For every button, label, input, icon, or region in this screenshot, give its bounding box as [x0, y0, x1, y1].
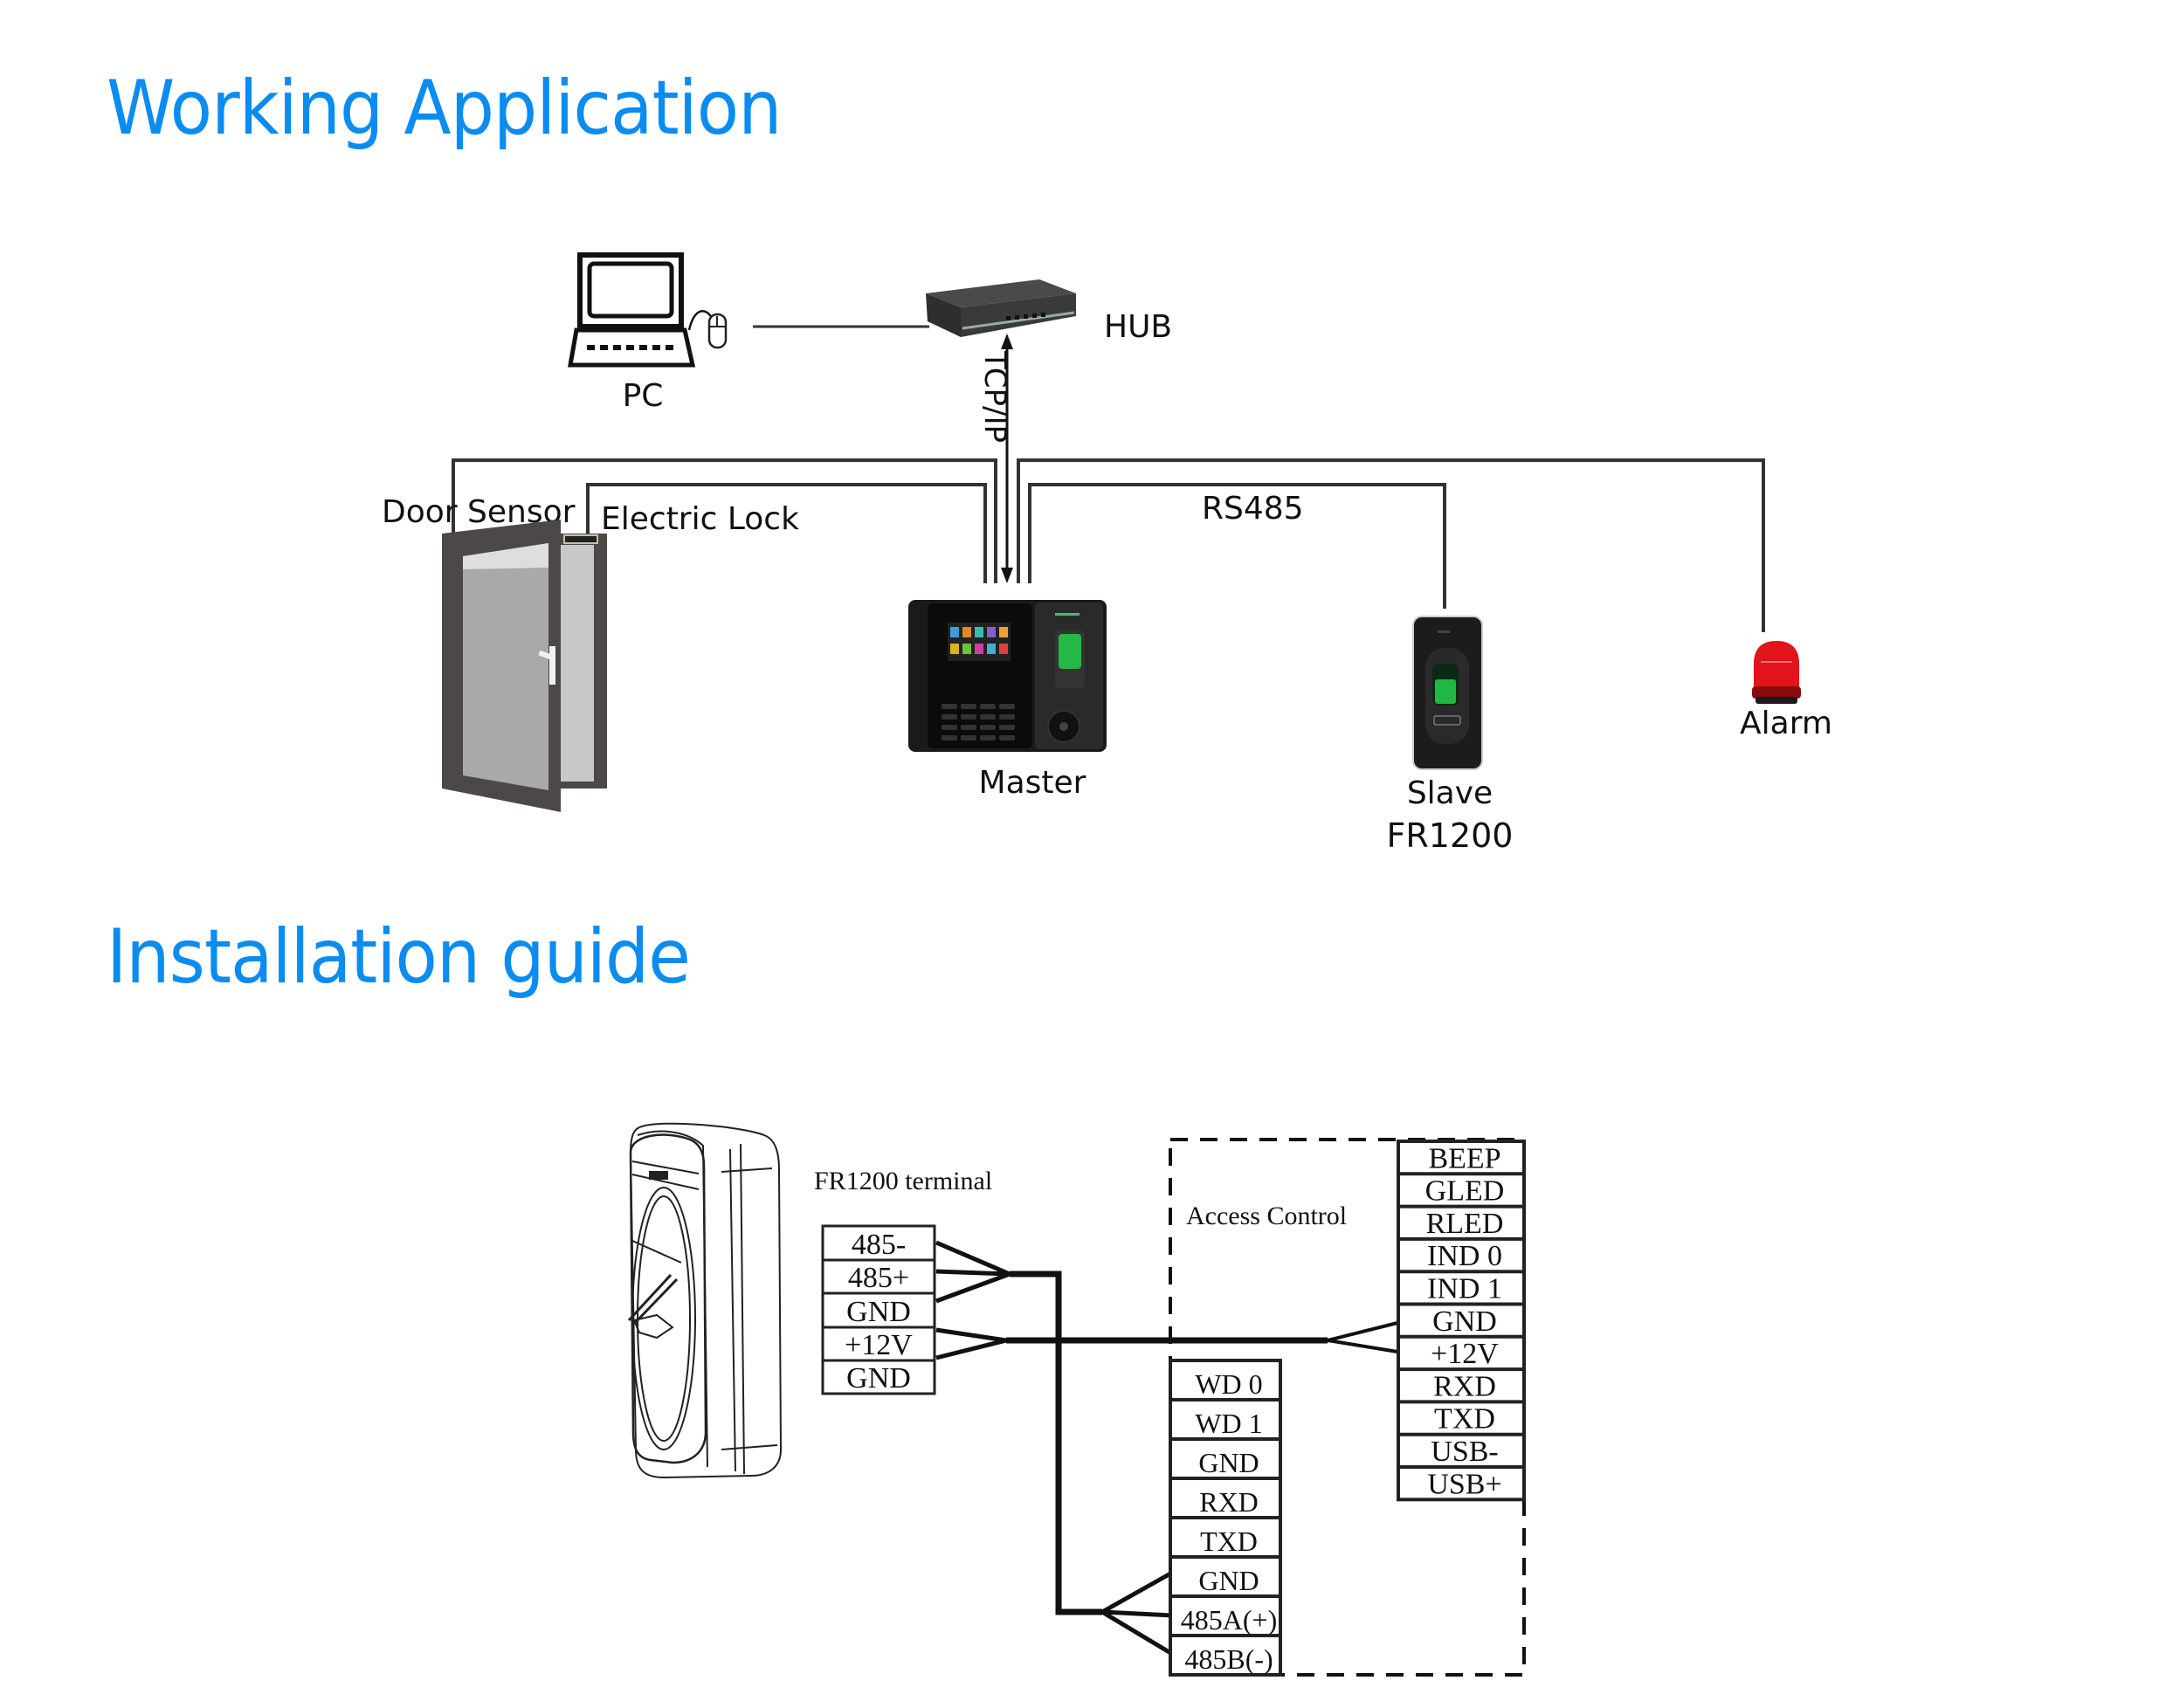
arrow-up-icon — [1001, 334, 1013, 349]
fr1200-terminal-pin: GND — [846, 1296, 911, 1328]
access-lower-terminal-pin: TXD — [1200, 1525, 1258, 1557]
master-label: Master — [979, 765, 1086, 801]
door-sensor-wire — [452, 458, 997, 583]
access-right-terminal-pin: USB+ — [1427, 1468, 1501, 1500]
rs485-wire — [1028, 483, 1446, 609]
mouse-icon — [687, 310, 728, 349]
fr1200-terminal-pin: GND — [846, 1362, 911, 1395]
alarm-wire — [1017, 458, 1765, 632]
access-lower-terminal-pin: 485B(-) — [1184, 1643, 1273, 1675]
fr1200-terminal-drawing — [627, 1122, 783, 1479]
access-right-terminal-pin: GLED — [1425, 1175, 1505, 1208]
access-lower-terminal-pin: GND — [1198, 1565, 1259, 1596]
electric-lock-device — [563, 534, 598, 544]
electric-lock-wire — [586, 483, 987, 583]
alarm-icon — [1752, 641, 1801, 704]
wiring — [452, 458, 1765, 632]
access-right-terminal-pin: IND 0 — [1427, 1240, 1502, 1272]
door-icon — [442, 520, 607, 812]
arrow-down-icon — [1001, 568, 1013, 583]
hub-icon — [926, 279, 1076, 337]
rs485-label: RS485 — [1202, 491, 1304, 527]
access-lower-terminal-pin: 485A(+) — [1181, 1604, 1277, 1636]
access-right-terminal-frame — [1397, 1140, 1526, 1502]
fr1200-terminal-label: FR1200 terminal — [814, 1167, 992, 1195]
installation-wiring — [935, 1240, 1398, 1656]
access-right-terminal-pin: USB- — [1431, 1436, 1498, 1468]
rfid-icon — [1433, 715, 1461, 726]
slave-label: Slave — [1407, 775, 1493, 811]
hub-label: HUB — [1104, 309, 1172, 345]
access-lower-terminal-pin: WD 1 — [1195, 1408, 1262, 1439]
access-right-terminal-pin: BEEP — [1428, 1142, 1500, 1174]
slave-reader-icon — [1412, 616, 1483, 770]
electric-lock-label: Electric Lock — [601, 501, 799, 537]
fingerprint-sensor-icon — [1435, 679, 1456, 704]
tcp-ip-label: TCP/IP — [977, 350, 1012, 443]
master-device-icon — [908, 600, 1107, 752]
access-right-terminal-pin: IND 1 — [1427, 1273, 1502, 1305]
access-lower-terminal-pin: GND — [1198, 1447, 1259, 1478]
access-right-terminal-pin: RLED — [1426, 1208, 1504, 1240]
fr1200-terminal-block: 485- 485+ GND +12V GND — [821, 1224, 936, 1395]
access-lower-terminal-pin: RXD — [1199, 1486, 1259, 1518]
pc-icon — [568, 252, 696, 368]
access-right-terminal-pin: GND — [1432, 1305, 1497, 1338]
access-control-label: Access Control — [1186, 1202, 1347, 1230]
access-lower-terminal-pin: WD 0 — [1195, 1368, 1262, 1400]
access-right-terminal-pin: RXD — [1433, 1370, 1496, 1402]
access-lower-terminal-block: WD 0 WD 1 GND RXD TXD GND 485A(+) 485B(-) — [1169, 1359, 1282, 1677]
tcp-ip-link — [1001, 334, 1013, 583]
fingerprint-sensor-icon — [1059, 634, 1081, 669]
fr1200-terminal-pin: 485- — [852, 1229, 906, 1261]
working-application-diagram: PC HUB TCP/IP Door Sensor Electric Lock … — [382, 252, 1832, 855]
door-handle-icon — [549, 646, 555, 685]
access-right-terminal-pin: +12V — [1431, 1338, 1499, 1370]
fr1200-terminal-pin: +12V — [845, 1329, 913, 1361]
alarm-label: Alarm — [1740, 706, 1832, 741]
slave-model-label: FR1200 — [1387, 816, 1514, 855]
access-right-terminal-pin: TXD — [1434, 1403, 1495, 1436]
pc-label: PC — [623, 378, 664, 414]
working-application-title: Working Application — [107, 65, 782, 152]
installation-guide-title: Installation guide — [107, 913, 691, 1001]
fr1200-terminal-pin: 485+ — [848, 1262, 909, 1294]
